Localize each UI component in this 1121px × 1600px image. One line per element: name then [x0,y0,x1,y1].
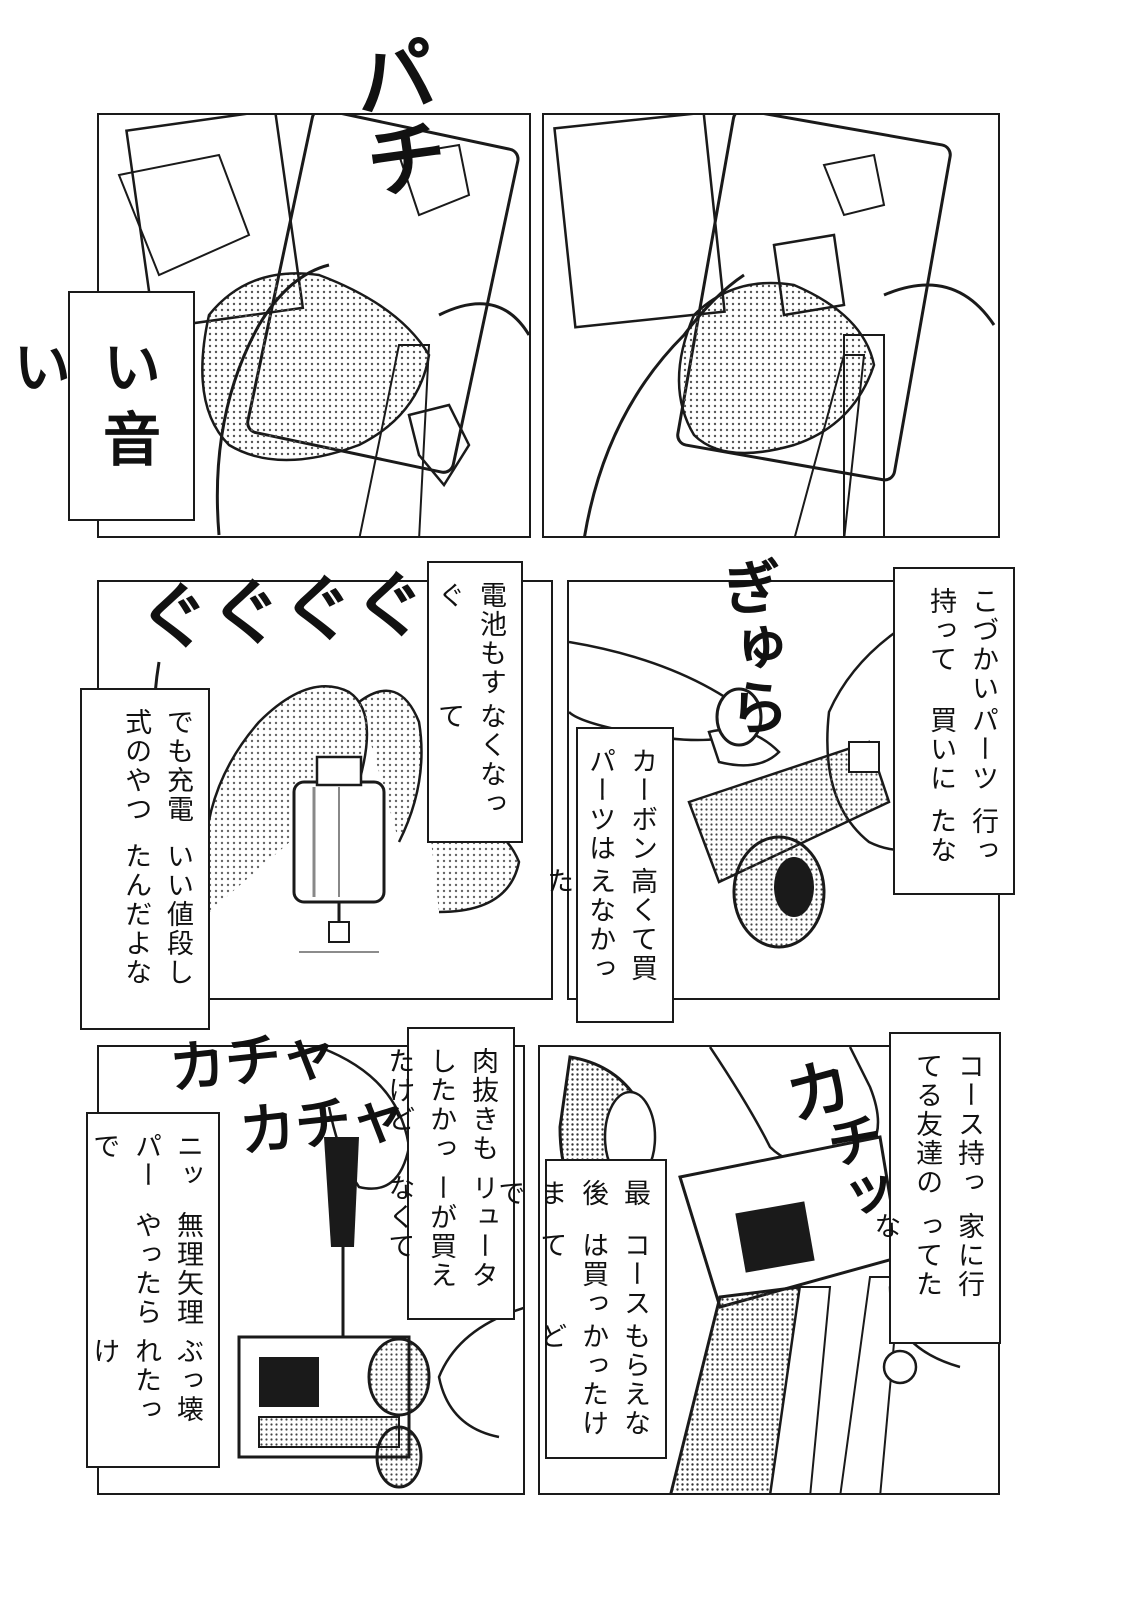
caption-line: いい [3,337,161,403]
caption-line: 肉抜きもしたかったけど [383,1047,498,1163]
caption-line: リューターが買えなくて [383,1173,498,1290]
caption-line: 家に行ってたな [869,1212,984,1299]
caption-line: もらえなかったけど [535,1322,650,1438]
caption-line: 電池もすぐ [433,581,506,697]
caption-line: コース持ってる友達の [911,1052,984,1197]
panel-3-art [152,661,521,953]
caption-line: こづかい持って [925,587,998,703]
caption-line: ニッパーで [88,1132,203,1190]
caption-line: 無理矢理やったら [130,1211,203,1327]
caption-line: なくなって [433,702,506,818]
caption-denchi: 電池もすぐ なくなって [427,561,523,843]
caption-nikunuki: 肉抜きもしたかったけど リューターが買えなくて [383,1027,515,1320]
caption-line: でも充電式のやつ [120,708,193,824]
caption-line: 行ったな [925,807,998,866]
caption-ii-oto: いい 音 [3,291,195,521]
caption-line: ぶっ壊れたっけ [88,1337,203,1425]
caption-course-tomodachi: コース持ってる友達の 家に行ってたな [869,1032,1001,1344]
caption-line: いい値段したんだよな [120,842,193,988]
caption-line: 最後まで [493,1179,650,1208]
caption-line: 音 [93,409,161,475]
caption-saigomade: 最後まで コースは買って もらえなかったけど [493,1159,667,1459]
panel-5-art [237,1047,523,1489]
panel-2 [542,113,1000,538]
sfx-gugugu: ぐぐぐぐ [135,561,428,661]
caption-line: カーボンパーツは [584,747,657,863]
caption-nipper: ニッパーで 無理矢理やったら ぶっ壊れたっけ [86,1112,220,1468]
caption-line: コースは買って [535,1231,650,1318]
panel-2-art [553,115,996,536]
sfx-pachi: パチ [333,30,451,206]
caption-line: 高くて買えなかった [542,867,657,984]
caption-juudenshiki: でも充電式のやつ いい値段したんだよな [80,688,210,1030]
panel-1-art [117,115,529,536]
caption-carbon: カーボンパーツは 高くて買えなかった [542,727,674,1023]
caption-kodukai: こづかい持って パーツ買いに 行ったな [893,567,1015,895]
sfx-gyura: ぎゅら [707,554,791,740]
caption-line: パーツ買いに [925,705,998,793]
